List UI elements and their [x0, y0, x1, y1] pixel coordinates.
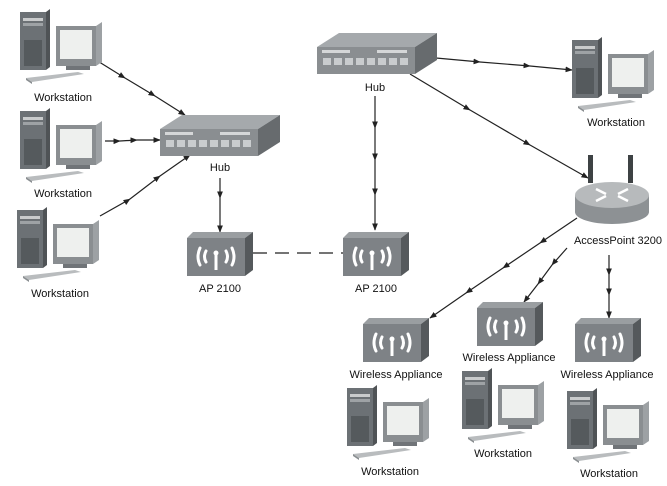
hub-icon	[317, 33, 437, 74]
wireless-ap-icon	[341, 230, 411, 278]
workstation-top-right[interactable]: Workstation	[572, 37, 654, 129]
workstation-icon	[20, 9, 102, 84]
workstation-label: Workstation	[34, 92, 92, 104]
workstation-label: Workstation	[34, 188, 92, 200]
wireless-appliance-icon	[573, 316, 643, 364]
workstation-bottom-1[interactable]: Workstation	[347, 385, 429, 478]
workstation-label: Workstation	[31, 288, 89, 300]
accesspoint-3200[interactable]: AccessPoint 3200	[574, 155, 662, 247]
link-ws2-hub	[105, 137, 161, 145]
link-accesspoint-wa2	[523, 247, 568, 303]
workstation-icon	[572, 37, 654, 112]
wireless-appliance-1[interactable]: Wireless Appliance	[350, 316, 443, 381]
wireless-appliance-3[interactable]: Wireless Appliance	[561, 316, 654, 381]
link-hub-top-accesspoint	[409, 73, 589, 179]
link-ws1-hub	[95, 59, 186, 116]
workstation-icon	[347, 385, 429, 460]
ap-label: AP 2100	[199, 283, 241, 295]
link-accesspoint-wa1	[429, 217, 578, 319]
wireless-ap-icon	[185, 230, 255, 278]
workstation-bottom-2[interactable]: Workstation	[462, 368, 544, 460]
workstation-icon	[462, 368, 544, 443]
workstation-left-1[interactable]: Workstation	[20, 9, 102, 104]
connections	[95, 57, 612, 319]
wireless-appliance-label: Wireless Appliance	[561, 369, 654, 381]
wireless-appliance-label: Wireless Appliance	[350, 369, 443, 381]
hub-icon	[160, 115, 280, 156]
accesspoint-label: AccessPoint 3200	[574, 235, 662, 247]
workstation-bottom-3[interactable]: Workstation	[567, 388, 649, 480]
workstation-left-2[interactable]: Workstation	[20, 108, 102, 200]
hub-label: Hub	[210, 162, 230, 174]
workstation-icon	[17, 207, 99, 282]
workstation-label: Workstation	[361, 466, 419, 478]
workstation-label: Workstation	[474, 448, 532, 460]
hub-label: Hub	[365, 82, 385, 94]
ap-2100-left[interactable]: AP 2100	[185, 230, 255, 295]
wireless-appliance-icon	[475, 300, 545, 348]
link-hub-top-ws	[435, 57, 573, 73]
workstation-icon	[567, 388, 649, 463]
workstation-left-3[interactable]: Workstation	[17, 207, 99, 300]
ap-2100-right[interactable]: AP 2100	[341, 230, 411, 295]
workstation-label: Workstation	[580, 468, 638, 480]
wireless-appliance-2[interactable]: Wireless Appliance	[463, 300, 556, 364]
wireless-appliance-icon	[361, 316, 431, 364]
workstation-label: Workstation	[587, 117, 645, 129]
workstation-icon	[20, 108, 102, 183]
link-ws3-hub	[99, 154, 191, 217]
router-icon	[575, 155, 649, 224]
hub-left[interactable]: Hub	[160, 115, 280, 174]
wireless-appliance-label: Wireless Appliance	[463, 352, 556, 364]
ap-label: AP 2100	[355, 283, 397, 295]
hub-top[interactable]: Hub	[317, 33, 437, 94]
